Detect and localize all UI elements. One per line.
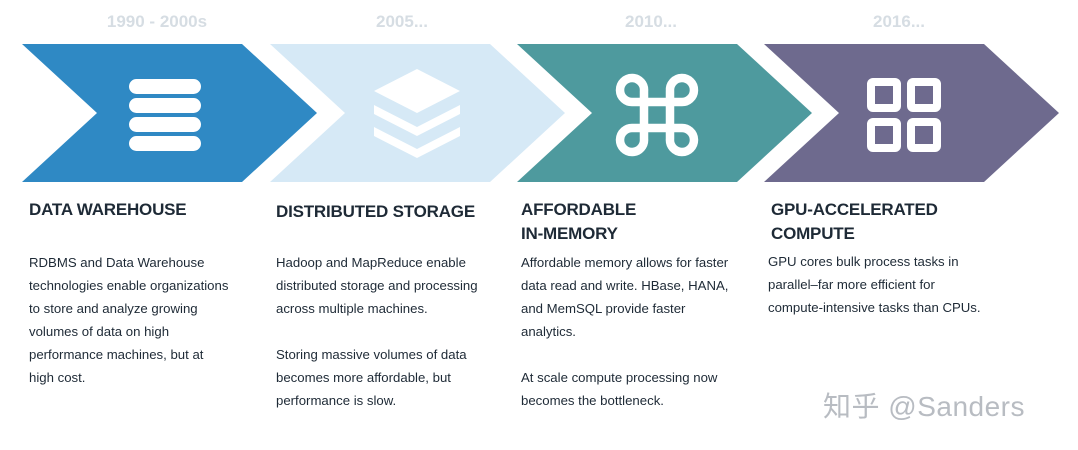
stage-title-line: IN-MEMORY: [521, 224, 618, 243]
description-line: becomes more affordable, but: [276, 370, 451, 385]
layers-icon: [367, 65, 467, 165]
era-label-3: 2010...: [625, 12, 677, 31]
description-paragraph: Affordable memory allows for faster data…: [521, 251, 728, 343]
chevron-shape-3: [517, 44, 812, 182]
description-line: high cost.: [29, 370, 86, 385]
chevron-shape-4: [764, 44, 1059, 182]
stage-title-gpu-accelerated: GPU-ACCELERATED COMPUTE: [771, 198, 938, 246]
stage-title-distributed-storage: DISTRIBUTED STORAGE: [276, 200, 475, 224]
description-paragraph: GPU cores bulk process tasks in parallel…: [768, 250, 981, 319]
stage-title-data-warehouse: DATA WAREHOUSE: [29, 198, 187, 222]
description-line: volumes of data on high: [29, 324, 170, 339]
stage-title-line: COMPUTE: [771, 224, 855, 243]
stage-title-affordable-in-memory: AFFORDABLE IN-MEMORY: [521, 198, 636, 246]
stage-title-line: GPU-ACCELERATED: [771, 200, 938, 219]
description-line: Hadoop and MapReduce enable: [276, 255, 466, 270]
description-line: and MemSQL provide faster: [521, 301, 686, 316]
era-label-2: 2005...: [376, 12, 428, 31]
description-line: distributed storage and processing: [276, 278, 478, 293]
stage-description-gpu-accelerated: GPU cores bulk process tasks in parallel…: [768, 250, 981, 342]
stage-description-distributed-storage: Hadoop and MapReduce enable distributed …: [276, 251, 478, 435]
chevron-gpu-accelerated: [764, 44, 1059, 182]
description-line: becomes the bottleneck.: [521, 393, 664, 408]
description-paragraph: Hadoop and MapReduce enable distributed …: [276, 251, 478, 320]
description-line: performance is slow.: [276, 393, 397, 408]
description-line: RDBMS and Data Warehouse: [29, 255, 205, 270]
stage-title-line: DISTRIBUTED STORAGE: [276, 202, 475, 221]
grid-icon: [853, 65, 953, 165]
command-icon: [607, 65, 707, 165]
description-line: performance machines, but at: [29, 347, 204, 362]
era-label-1: 1990 - 2000s: [106, 12, 208, 31]
chevron-shape-2: [270, 44, 565, 182]
database-icon: [115, 65, 215, 165]
stage-title-line: AFFORDABLE: [521, 200, 637, 219]
era-label-4: 2016...: [873, 12, 925, 31]
stage-description-affordable-in-memory: Affordable memory allows for faster data…: [521, 251, 728, 435]
description-line: analytics.: [521, 324, 576, 339]
stage-description-data-warehouse: RDBMS and Data Warehouse technologies en…: [29, 251, 228, 412]
description-line: Affordable memory allows for faster: [521, 255, 729, 270]
description-line: to store and analyze growing: [29, 301, 198, 316]
description-line: Storing massive volumes of data: [276, 347, 467, 362]
description-line: parallel–far more efficient for: [768, 277, 935, 292]
description-paragraph: RDBMS and Data Warehouse technologies en…: [29, 251, 228, 389]
description-line: data read and write. HBase, HANA,: [521, 278, 729, 293]
description-line: At scale compute processing now: [521, 370, 718, 385]
description-line: technologies enable organizations: [29, 278, 229, 293]
chevron-distributed-storage: [270, 44, 565, 182]
description-line: compute-intensive tasks than CPUs.: [768, 300, 981, 315]
description-paragraph: Storing massive volumes of data becomes …: [276, 343, 478, 412]
description-line: GPU cores bulk process tasks in: [768, 254, 959, 269]
stage-title-line: DATA WAREHOUSE: [29, 200, 187, 219]
watermark: 知乎 @Sanders: [823, 391, 1025, 422]
chevron-affordable-in-memory: [517, 44, 812, 182]
description-paragraph: At scale compute processing now becomes …: [521, 366, 728, 412]
description-line: across multiple machines.: [276, 301, 428, 316]
